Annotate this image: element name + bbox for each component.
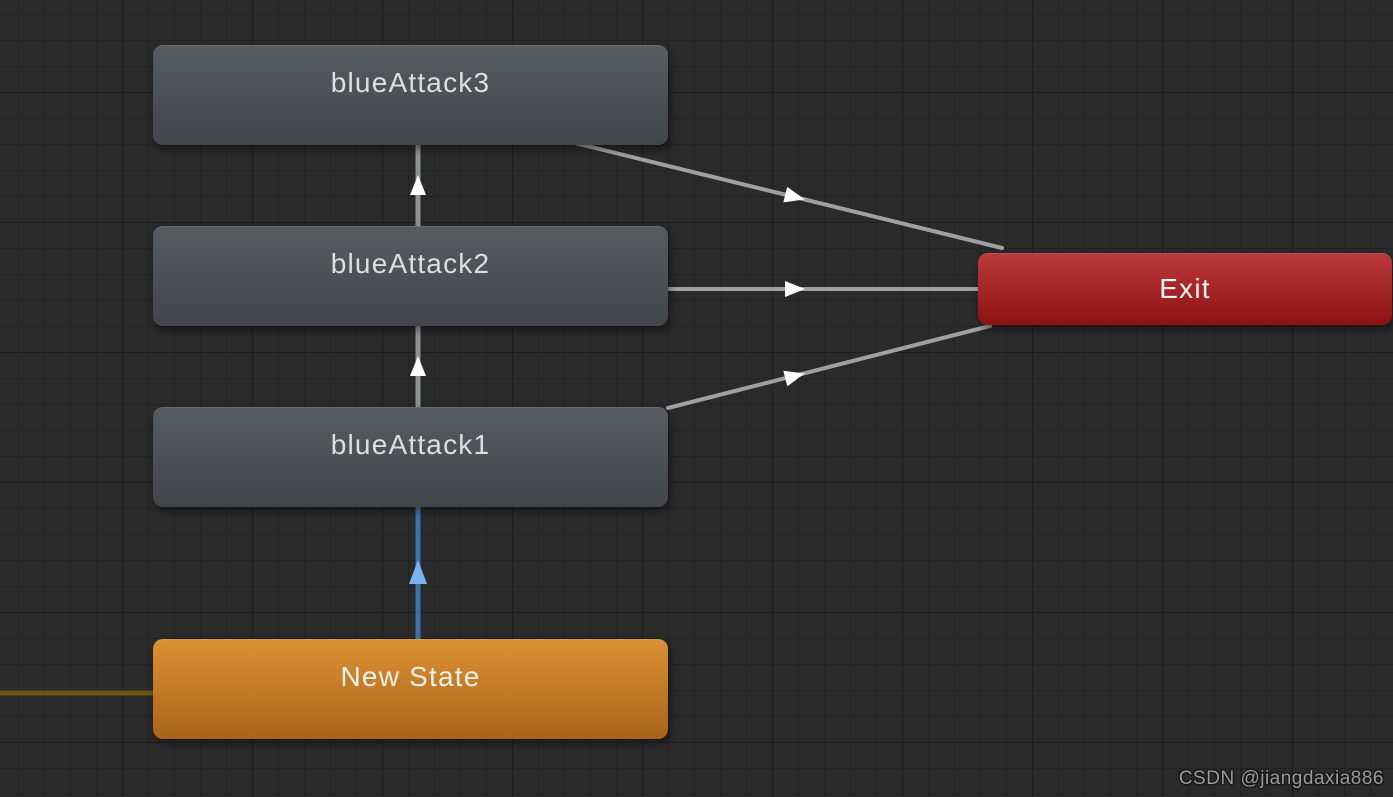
- transition-arrow-icon: [785, 281, 805, 297]
- state-node-label: blueAttack3: [330, 67, 491, 98]
- default-state-node-newstate[interactable]: New State: [153, 639, 668, 739]
- state-node-blueattack3[interactable]: blueAttack3: [153, 45, 668, 145]
- transition-blueAttack2-to-exit[interactable]: [666, 281, 981, 297]
- transition-blueAttack3-to-exit[interactable]: [573, 141, 1004, 250]
- state-node-label: New State: [340, 661, 481, 692]
- transition-arrow-icon: [783, 370, 805, 387]
- state-node-label: blueAttack1: [330, 429, 491, 460]
- exit-node[interactable]: Exit: [978, 253, 1392, 325]
- exit-node-label: Exit: [1159, 273, 1211, 304]
- state-node-blueattack2[interactable]: blueAttack2: [153, 226, 668, 326]
- transition-blueAttack1-to-blueAttack2[interactable]: [410, 323, 426, 410]
- selected-transition-arrow-icon: [409, 560, 427, 584]
- watermark: CSDN @jiangdaxia886: [1178, 768, 1384, 789]
- transition-blueAttack2-to-blueAttack3[interactable]: [410, 142, 426, 229]
- transition-blueAttack1-to-exit[interactable]: [666, 324, 992, 410]
- transition-arrow-icon: [410, 175, 426, 195]
- transition-arrow-icon: [783, 186, 805, 203]
- transition-arrow-icon: [410, 356, 426, 376]
- state-node-label: blueAttack2: [330, 248, 491, 279]
- transition-newstate-to-blueAttack1[interactable]: [409, 504, 427, 642]
- state-node-blueattack1[interactable]: blueAttack1: [153, 407, 668, 507]
